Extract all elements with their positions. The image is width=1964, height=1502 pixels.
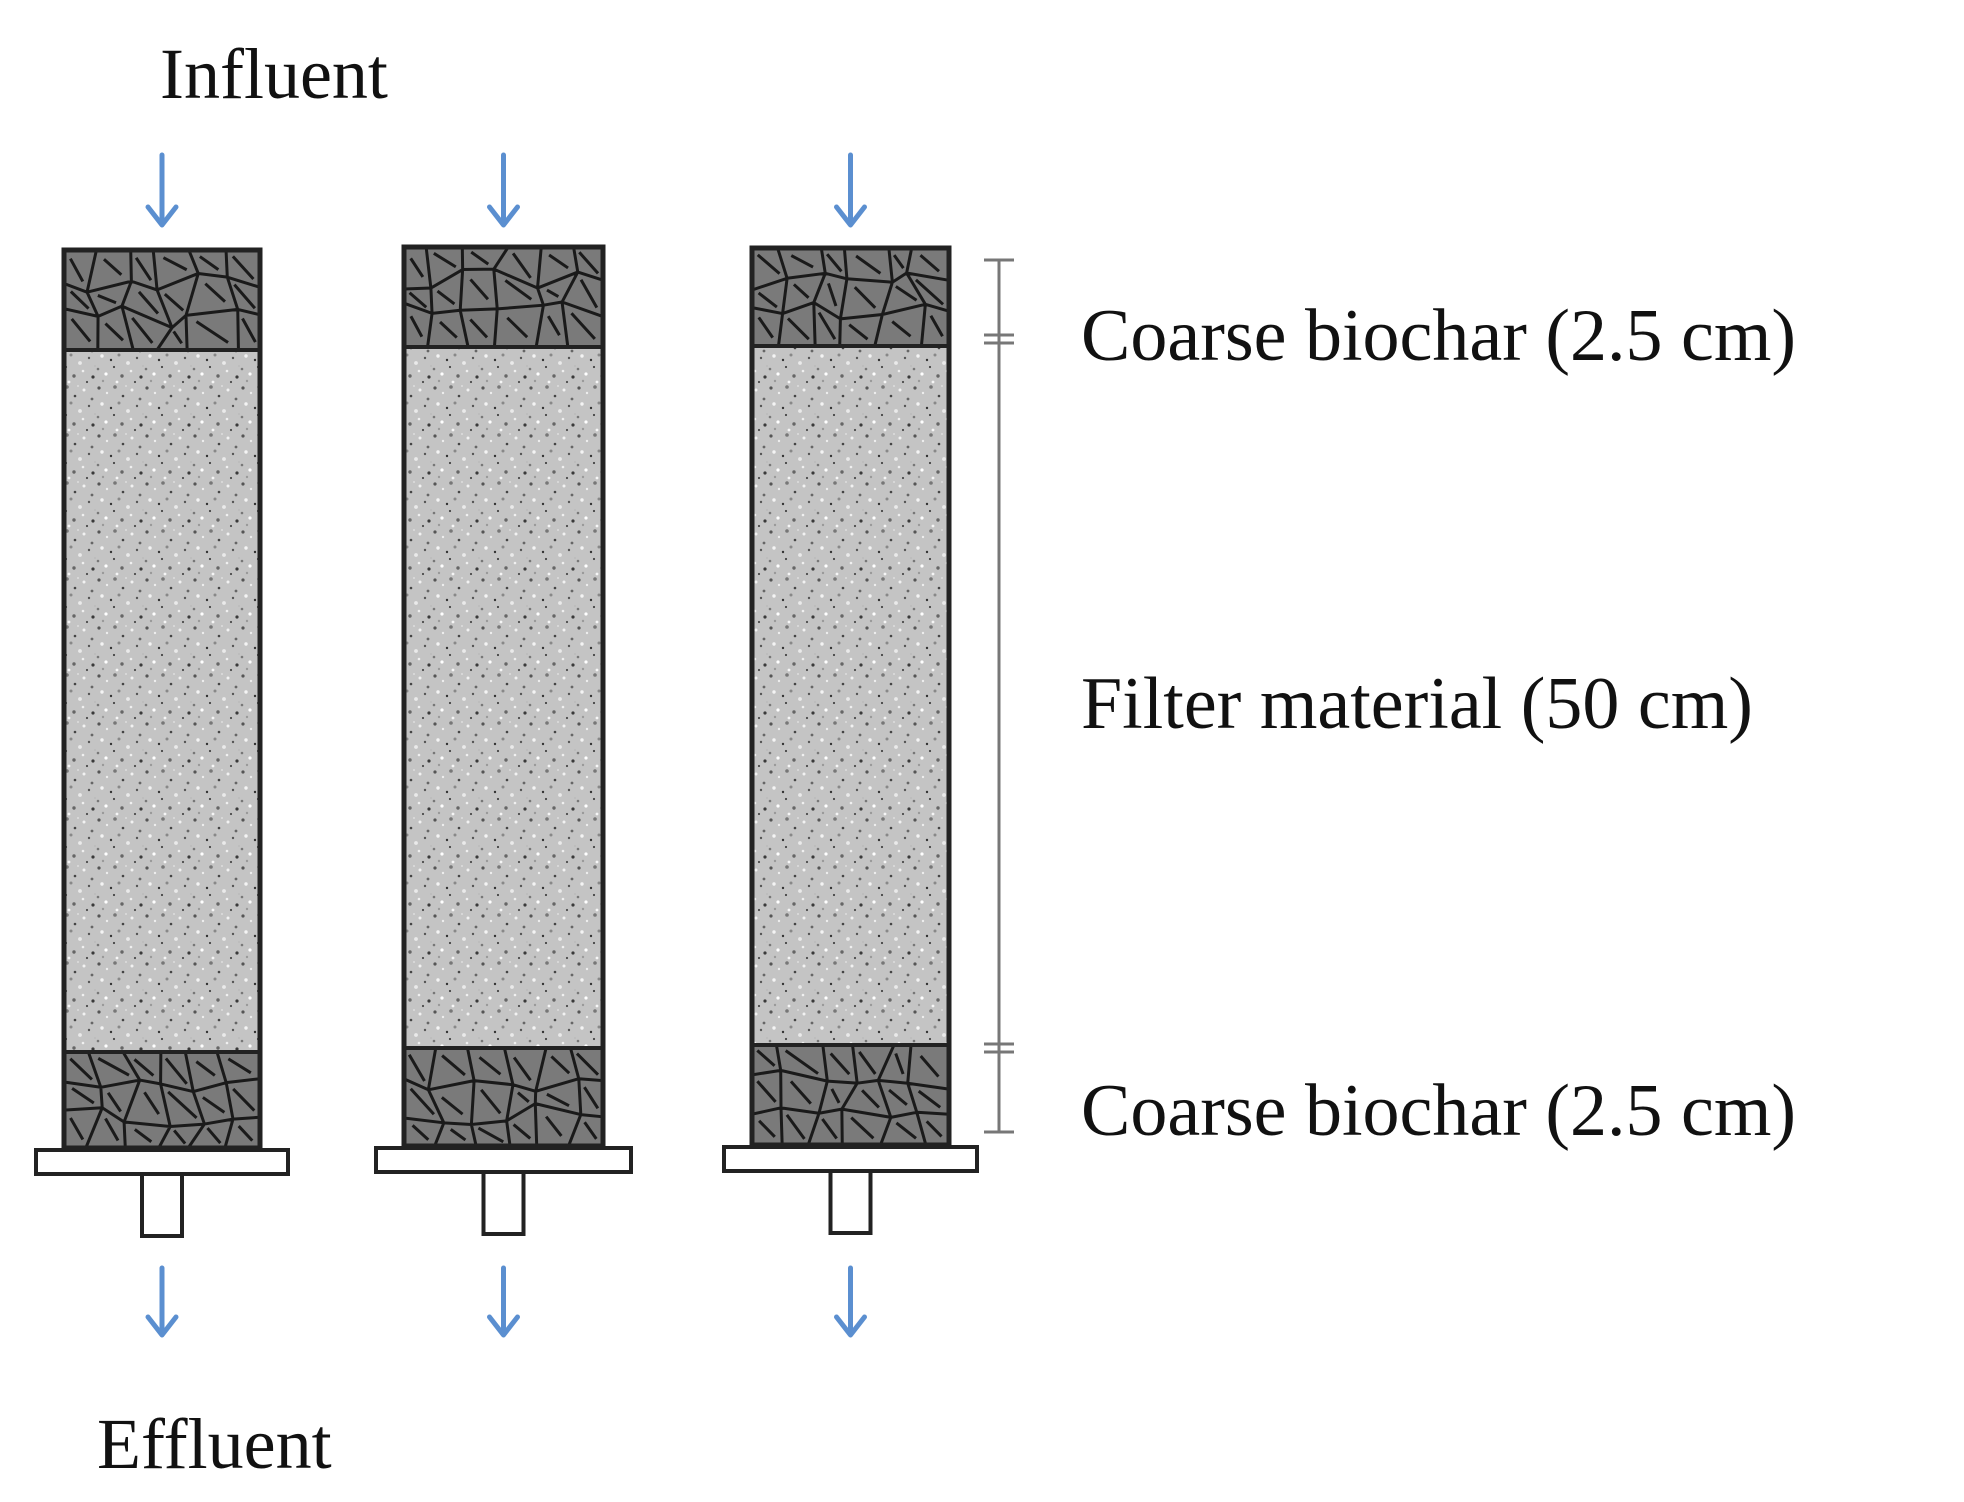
- filter-columns: [34, 152, 979, 1338]
- filter-material-layer: [752, 346, 949, 1045]
- effluent-arrow-icon: [487, 1265, 520, 1338]
- bottom-biochar-layer: [62, 1050, 262, 1150]
- top-biochar-layer: [402, 245, 605, 349]
- outlet-spout: [828, 1169, 873, 1235]
- top-layer-label: Coarse biochar (2.5 cm): [1081, 295, 1796, 377]
- top-biochar-layer: [750, 246, 951, 348]
- influent-arrow-icon: [834, 152, 867, 228]
- bottom-layer-label: Coarse biochar (2.5 cm): [1081, 1070, 1796, 1152]
- outlet-spout: [481, 1170, 526, 1236]
- filter-material-layer: [404, 347, 603, 1048]
- column-3: [722, 152, 979, 1338]
- base-plate: [722, 1145, 979, 1173]
- dimension-bracket: [984, 258, 1014, 1134]
- influent-label: Influent: [160, 34, 388, 114]
- column-2: [374, 152, 633, 1338]
- top-biochar-layer: [62, 248, 262, 352]
- effluent-arrow-icon: [145, 1265, 179, 1338]
- base-plate: [374, 1146, 633, 1174]
- influent-arrow-icon: [145, 152, 179, 228]
- influent-arrow-icon: [487, 152, 520, 228]
- bottom-biochar-layer: [402, 1046, 605, 1148]
- bottom-biochar-layer: [750, 1043, 951, 1147]
- column-1: [34, 152, 290, 1338]
- effluent-label: Effluent: [97, 1404, 332, 1484]
- filter-material-layer: [64, 350, 260, 1052]
- effluent-arrow-icon: [834, 1265, 867, 1338]
- outlet-spout: [140, 1172, 184, 1238]
- base-plate: [34, 1148, 290, 1176]
- middle-layer-label: Filter material (50 cm): [1081, 663, 1753, 745]
